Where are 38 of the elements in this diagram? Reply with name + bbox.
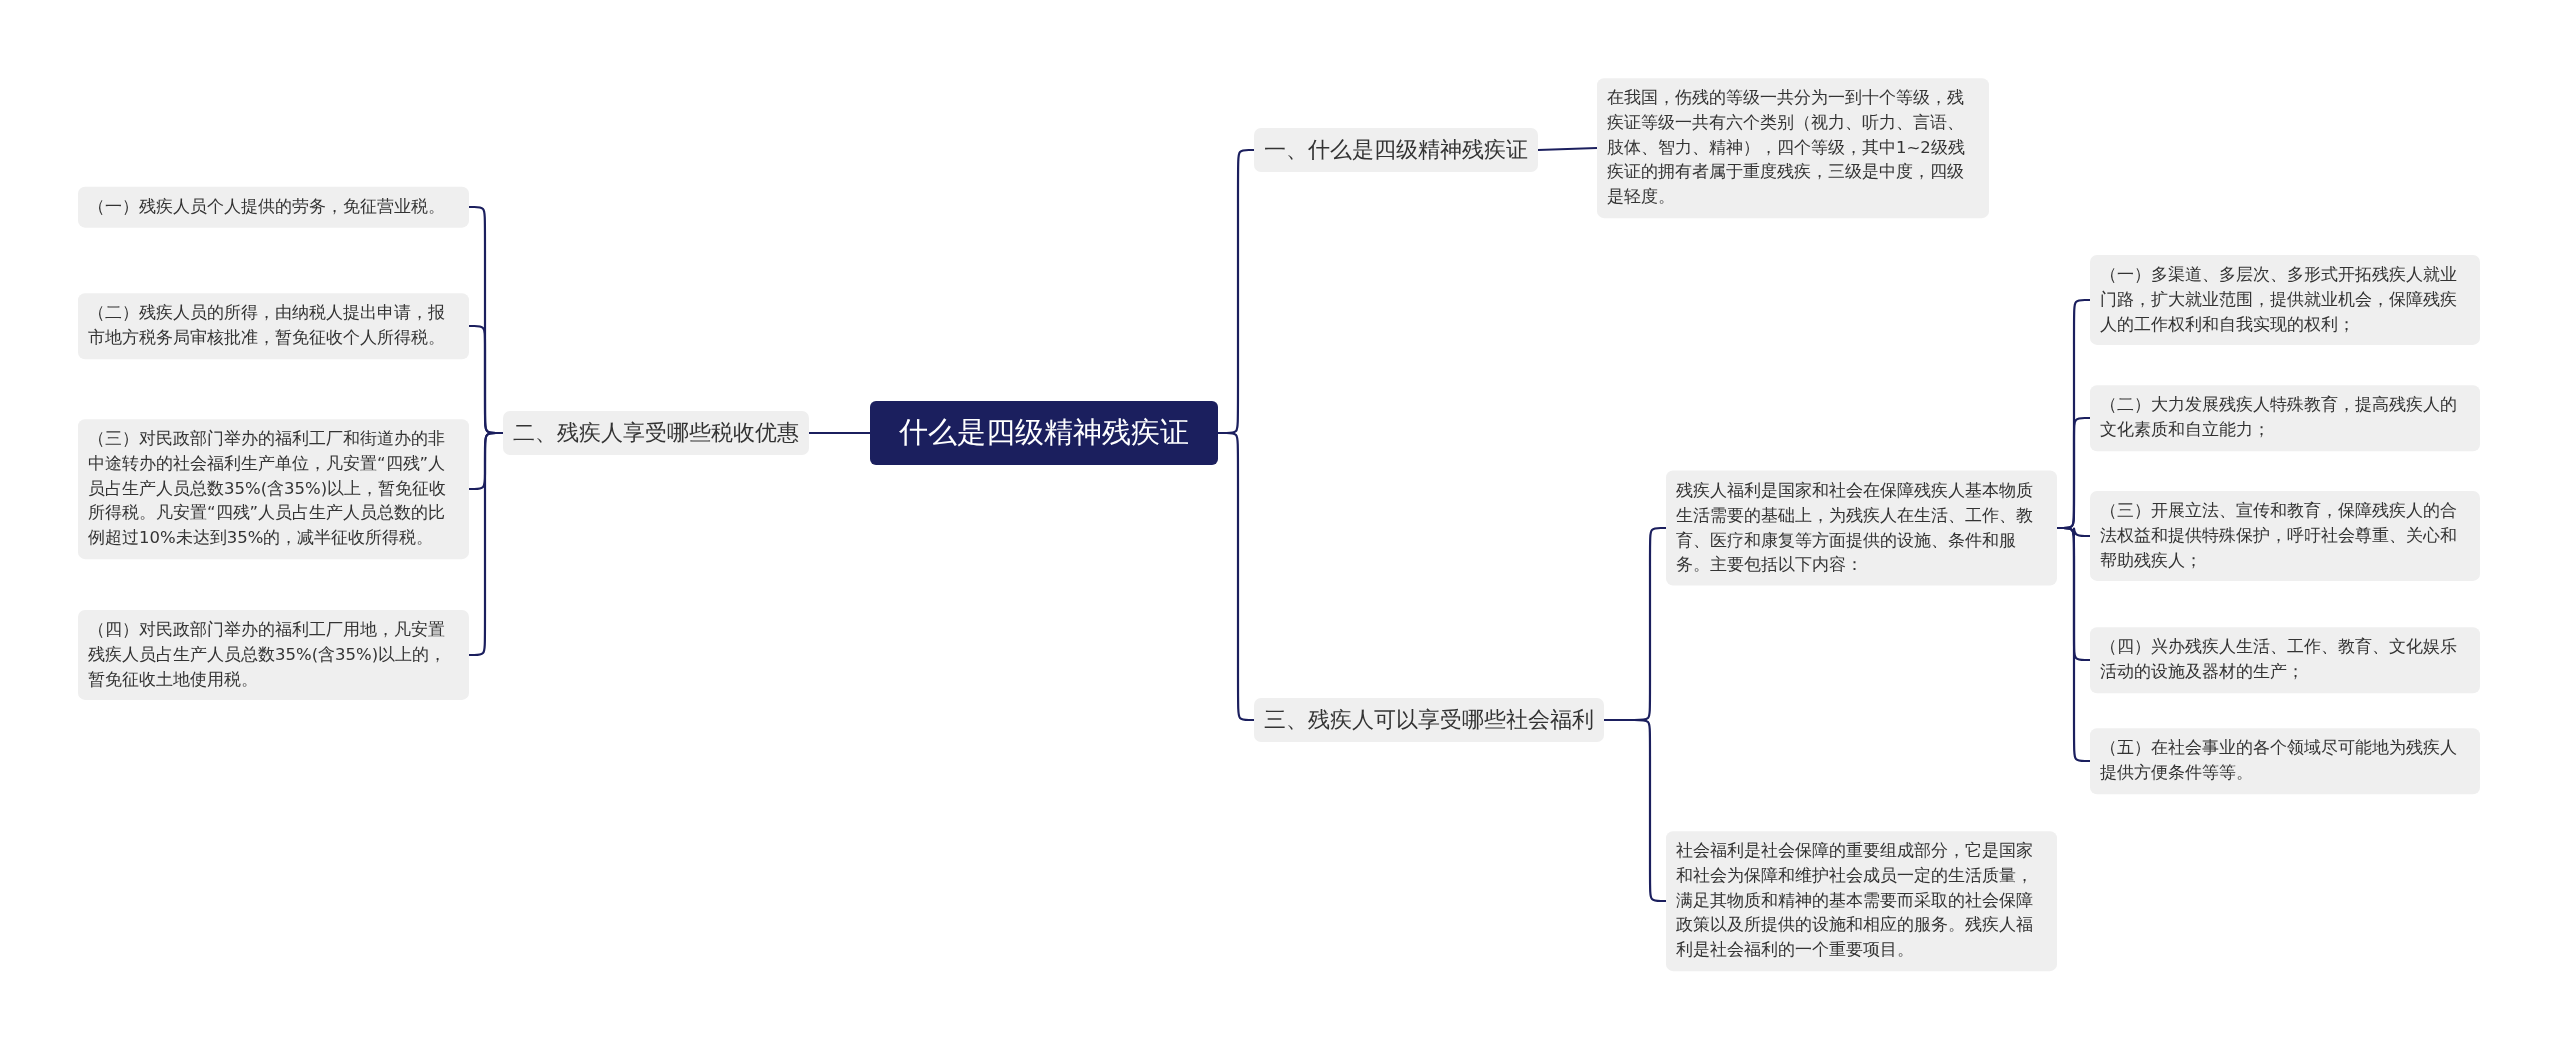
node-text: 二、残疾人享受哪些税收优惠 <box>513 419 799 447</box>
detail-text-box <box>1597 78 1989 218</box>
node-text: （四）对民政部门举办的福利工厂用地，凡安置残疾人员占生产人员总数35%(含35%)以上的，暂免征收土地使用税。 <box>88 618 448 691</box>
detail-text-box <box>1666 831 2057 971</box>
node-text: 一、什么是四级精神残疾证 <box>1264 136 1528 164</box>
detail-text-box <box>2090 728 2480 794</box>
node-text: （三）对民政部门举办的福利工厂和街道办的非中途转办的社会福利生产单位，凡安置“四残”人员占生产人员总数35%(含35%)以上，暂免征收所得税。凡安置“四残”人员占生产人员总数的比例超过10%未达到35%的，减半征收所得税。 <box>88 428 448 550</box>
node-text: （二）大力发展残疾人特殊教育，提高残疾人的文化素质和自立能力； <box>2100 394 2458 441</box>
node-text: （一）多渠道、多层次、多形式开拓残疾人就业门路，扩大就业范围，提供就业机会，保障残疾人的工作权利和自我实现的权利； <box>2100 263 2458 336</box>
node-text: 在我国，伤残的等级一共分为一到十个等级，残疾证等级一共有六个类别（视力、听力、言语、肢体、智力、精神），四个等级，其中1~2级残疾证的拥有者属于重度残疾，三级是中度，四级是轻度。 <box>1607 87 1966 209</box>
node-text: 残疾人福利是国家和社会在保障残疾人基本物质生活需要的基础上，为残疾人在生活、工作、教育、医疗和康复等方面提供的设施、条件和服务。主要包括以下内容： <box>1676 479 2034 576</box>
detail-text-box <box>1666 470 2057 586</box>
connector-line <box>1218 431 1255 722</box>
connector-line <box>468 431 504 657</box>
central-topic-box <box>870 401 1218 465</box>
detail-text-box <box>2090 385 2480 451</box>
detail-text-box <box>78 609 469 701</box>
node-text: （四）兴办残疾人生活、工作、教育、文化娱乐活动的设施及器材的生产； <box>2100 636 2458 683</box>
branch-topic-box <box>1254 698 1604 742</box>
node-text: （二）残疾人员的所得，由纳税人提出申请，报市地方税务局审核批准，暂免征收个人所得税。 <box>88 302 446 349</box>
node-text: 什么是四级精神残疾证 <box>898 414 1190 451</box>
node-text: 社会福利是社会保障的重要组成部分，它是国家和社会为保障和维护社会成员一定的生活质量，满足其物质和精神的基本需要而采取的社会保障政策以及所提供的设施和相应的服务。残疾人福利是社会福利的一个重要项目。 <box>1676 840 2034 962</box>
node-text: （三）开展立法、宣传和教育，保障残疾人的合法权益和提供特殊保护，呼吁社会尊重、关心和帮助残疾人； <box>2100 499 2458 572</box>
node-text: （五）在社会事业的各个领域尽可能地为残疾人提供方便条件等等。 <box>2100 737 2458 784</box>
detail-text-box <box>78 186 469 228</box>
detail-text-box <box>2090 254 2480 346</box>
node-text: 三、残疾人可以享受哪些社会福利 <box>1264 706 1594 734</box>
connector-line <box>809 431 870 435</box>
branch-topic-box <box>503 411 809 455</box>
connector-line <box>1604 718 1667 903</box>
detail-text-box <box>78 419 469 559</box>
connector-line <box>2056 526 2091 763</box>
connector-line <box>1537 146 1598 152</box>
detail-text-box <box>78 293 469 359</box>
detail-text-box <box>2090 627 2480 693</box>
branch-topic-box <box>1254 128 1538 172</box>
node-text: （一）残疾人员个人提供的劳务，免征营业税。 <box>88 195 446 218</box>
detail-text-box <box>2090 490 2480 582</box>
